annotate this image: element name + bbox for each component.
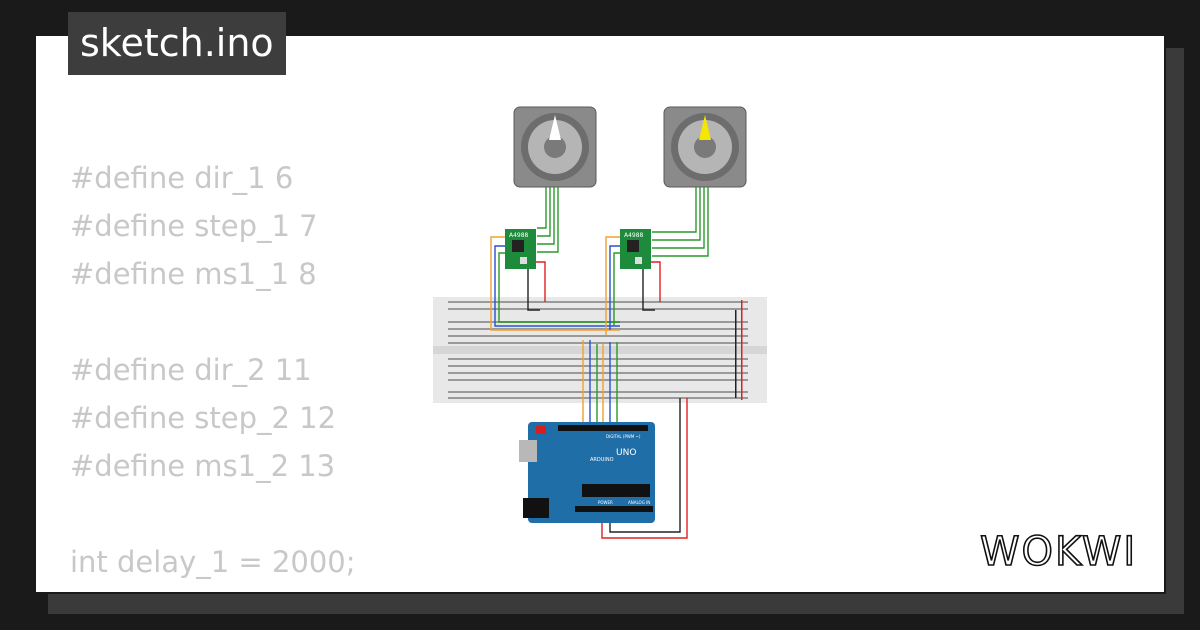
sketch-filename[interactable]: sketch.ino: [68, 12, 286, 75]
code-line: #define ms1_2 13: [70, 449, 336, 483]
motor-1-pointer: [549, 115, 561, 140]
code-line: int delay_1 = 2000;: [70, 545, 356, 579]
code-line: #define dir_2 11: [70, 353, 312, 387]
motor-wires: [537, 187, 709, 257]
board-analog-label: ANALOG IN: [628, 500, 650, 505]
code-line: #define step_1 7: [70, 209, 318, 243]
driver-2-label: A4988: [624, 232, 644, 239]
board-brand-label: ARDUINO: [590, 457, 614, 463]
code-preview: #define dir_1 6 #define step_1 7 #define…: [70, 154, 356, 592]
a4988-driver-2: A4988: [620, 229, 651, 269]
board-power-label: POWER: [598, 500, 613, 505]
stepper-motor-2: [663, 106, 747, 188]
board-digital-label: DIGITAL (PWM ~): [606, 434, 641, 439]
arduino-wires: [582, 340, 688, 539]
stepper-motor-1: [513, 106, 597, 188]
code-line: #define ms1_1 8: [70, 257, 317, 291]
code-line: #define step_2 12: [70, 401, 337, 435]
driver-1-label: A4988: [509, 232, 529, 239]
breadboard: [433, 297, 767, 403]
a4988-driver-1: A4988: [505, 229, 536, 269]
wokwi-logo: WOKWI: [979, 528, 1137, 576]
driver-wires: [490, 236, 661, 335]
arduino-uno: DIGITAL (PWM ~) UNO ARDUINO POWER ANALOG…: [519, 422, 655, 523]
board-uno-label: UNO: [616, 448, 636, 458]
code-line: #define dir_1 6: [70, 161, 294, 195]
wokwi-logo-text: WOKWI: [980, 529, 1137, 575]
motor-2-pointer: [699, 115, 711, 140]
